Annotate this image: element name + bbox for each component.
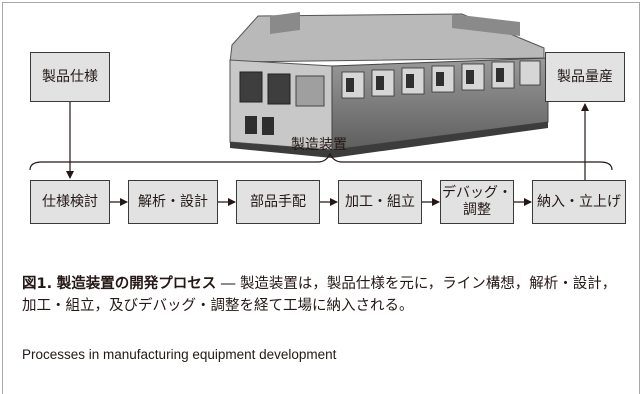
figure-number: 図1. — [22, 276, 53, 292]
step-parts-procurement: 部品手配 — [236, 180, 320, 224]
process-diagram: 製品仕様 製品量産 製造装置 仕様検討 解析・設計 部品手配 加工・組立 デバッ… — [29, 12, 626, 224]
mass-production-box: 製品量産 — [545, 52, 625, 102]
manufacturing-machine-illustration — [229, 12, 549, 158]
caption-dash: ― — [216, 276, 240, 292]
step-analysis-design: 解析・設計 — [128, 180, 218, 224]
curly-brace — [29, 152, 613, 171]
caption-body: 製造装置は，製品仕様を元に，ライン構想，解析・設計，加工・組立，及びデバッグ・調… — [22, 276, 617, 314]
step-machining-assembly: 加工・組立 — [338, 180, 422, 224]
diagram-graphics — [29, 12, 613, 206]
product-spec-box: 製品仕様 — [30, 52, 110, 102]
figure-caption: 図1. 製造装置の開発プロセス ― 製造装置は，製品仕様を元に，ライン構想，解析… — [22, 273, 622, 317]
machine-label: 製造装置 — [291, 137, 347, 153]
step-delivery-startup: 納入・立上げ — [532, 180, 626, 224]
step-debug-adjust: デバッグ・ 調整 — [440, 180, 514, 224]
step-spec-review: 仕様検討 — [30, 180, 110, 224]
caption-english: Processes in manufacturing equipment dev… — [22, 347, 337, 362]
figure-title: 製造装置の開発プロセス — [56, 276, 217, 292]
